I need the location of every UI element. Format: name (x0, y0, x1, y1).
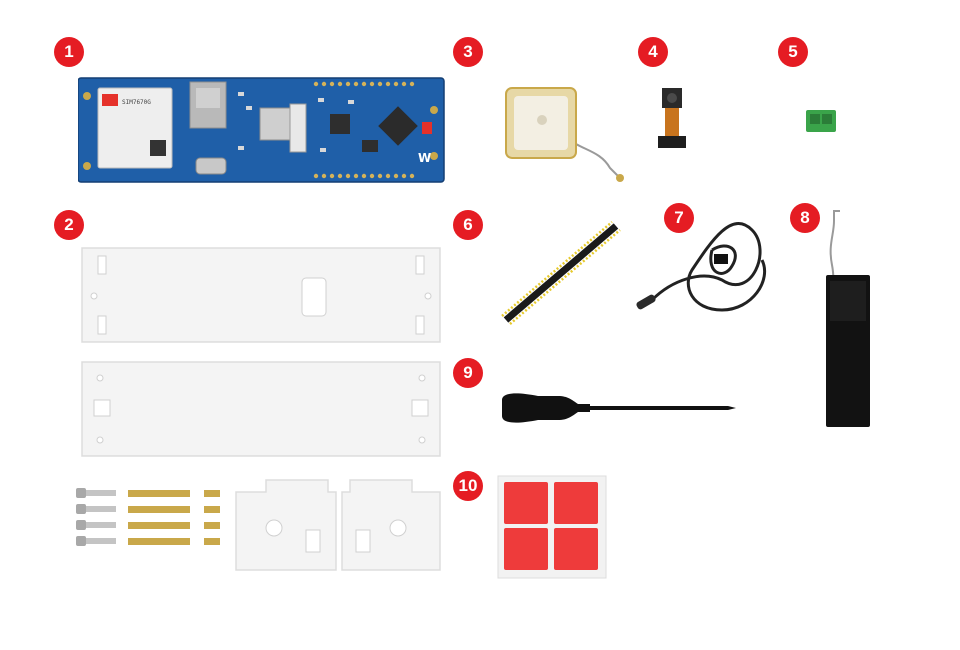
badge-7: 7 (664, 203, 694, 233)
svg-text:W: W (418, 151, 431, 165)
screwdriver (502, 393, 736, 423)
badge-9: 9 (453, 358, 483, 388)
module-label: SIM7670G (122, 99, 151, 106)
pin-header (501, 221, 621, 325)
badge-10: 10 (453, 471, 483, 501)
flexible-antenna (826, 210, 870, 427)
gps-antenna (505, 87, 624, 182)
usb-c-cable (636, 222, 767, 312)
badge-2: 2 (54, 210, 84, 240)
badge-8: 8 (790, 203, 820, 233)
acrylic-plate-top (81, 247, 441, 343)
badge-4: 4 (638, 37, 668, 67)
badge-1: 1 (54, 37, 84, 67)
screws-standoffs (76, 488, 220, 546)
badge-3: 3 (453, 37, 483, 67)
acrylic-side-pieces (235, 479, 441, 571)
badge-6: 6 (453, 210, 483, 240)
badge-5: 5 (778, 37, 808, 67)
screw-terminal (806, 110, 836, 132)
acrylic-plate-bottom (81, 361, 441, 457)
adhesive-pads (497, 475, 607, 579)
sim7670g-board: SIM7670G W (78, 77, 445, 183)
camera-module (658, 88, 686, 148)
